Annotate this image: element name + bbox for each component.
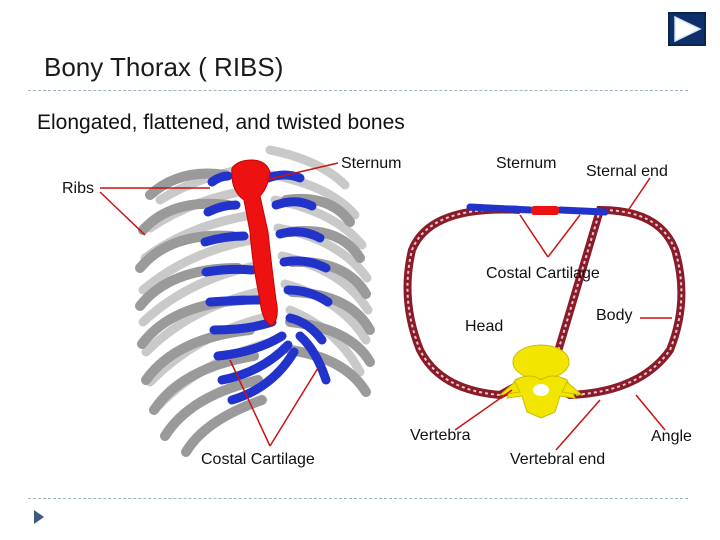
label-vertebra: Vertebra [410, 427, 471, 444]
label-ribs: Ribs [62, 180, 95, 197]
footer-divider [28, 498, 688, 499]
label-costal-cartilage-right: Costal Cartilage [486, 265, 600, 282]
rib-cage-illustration [135, 145, 375, 457]
rib-ring-illustration [403, 203, 686, 419]
leader-lines [99, 162, 672, 451]
label-head: Head [465, 318, 504, 335]
next-slide-button[interactable] [668, 12, 706, 46]
label-sternum-right: Sternum [496, 155, 557, 172]
play-triangle-icon [674, 15, 702, 43]
label-body: Body [596, 307, 633, 324]
label-vertebral-end: Vertebral end [510, 451, 606, 468]
slide-title: Bony Thorax ( RIBS) [44, 52, 284, 82]
title-divider [28, 90, 688, 91]
slide-subtitle: Elongated, flattened, and twisted bones [37, 111, 405, 134]
label-angle: Angle [651, 428, 692, 445]
bullet-triangle-icon [33, 509, 45, 530]
label-sternal-end: Sternal end [586, 163, 668, 180]
label-sternum-left: Sternum [341, 155, 402, 172]
label-costal-cartilage-left: Costal Cartilage [201, 451, 315, 468]
